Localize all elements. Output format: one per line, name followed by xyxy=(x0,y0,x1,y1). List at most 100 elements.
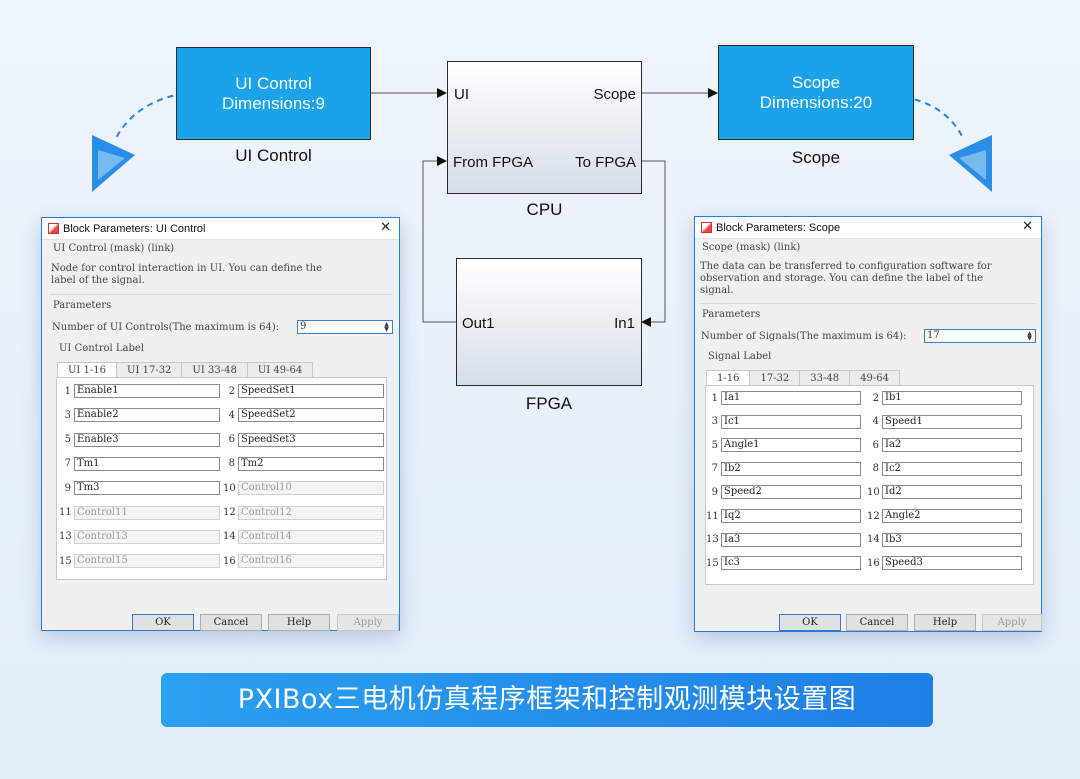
apply-button[interactable]: Apply xyxy=(337,614,399,631)
scope-dialog-titlebar[interactable]: Block Parameters: Scope ✕ xyxy=(695,217,1041,239)
field-index: 14 xyxy=(223,531,236,543)
ok-button[interactable]: OK xyxy=(132,614,194,631)
signal-label-input[interactable]: Ib1 xyxy=(882,391,1022,405)
scope-dialog: Block Parameters: Scope ✕ Scope (mask) (… xyxy=(694,216,1042,632)
signal-label-input[interactable]: Angle1 xyxy=(721,438,861,453)
signal-label-input[interactable]: Ic1 xyxy=(721,414,861,429)
signal-label-input[interactable]: Tm3 xyxy=(74,481,220,496)
port-scope: Scope xyxy=(593,86,636,103)
signal-label-input[interactable]: Tm1 xyxy=(74,456,220,471)
tab-item[interactable]: 1-16 xyxy=(706,370,751,386)
signal-label-input[interactable]: Ib2 xyxy=(721,461,861,476)
spinner-icon[interactable]: ▲▼ xyxy=(1027,330,1032,342)
scope-block[interactable]: Scope Dimensions:20 xyxy=(718,45,914,140)
signal-label-input[interactable]: Angle2 xyxy=(882,509,1022,523)
tab-item[interactable]: UI 49-64 xyxy=(246,362,314,378)
field-index: 5 xyxy=(64,434,71,446)
spinner-icon[interactable]: ▲▼ xyxy=(384,321,389,333)
signal-label-input[interactable]: Enable1 xyxy=(74,384,220,398)
tab-item[interactable]: UI 33-48 xyxy=(181,362,248,378)
signal-label-input[interactable]: Speed3 xyxy=(882,556,1022,571)
fpga-block[interactable]: Out1 In1 xyxy=(456,258,642,386)
field-index: 8 xyxy=(228,458,235,470)
signal-label-input[interactable]: Enable2 xyxy=(74,408,220,423)
signal-label-input: Control11 xyxy=(74,505,220,520)
field-index: 6 xyxy=(872,439,879,451)
signal-label-input[interactable]: Ia3 xyxy=(721,532,861,547)
cpu-caption: CPU xyxy=(526,200,563,219)
signal-label-input[interactable]: Iq2 xyxy=(721,509,861,523)
field-index: 14 xyxy=(867,534,880,546)
field-index: 4 xyxy=(872,416,879,428)
tab-item[interactable]: UI 17-32 xyxy=(116,362,183,378)
cancel-button[interactable]: Cancel xyxy=(846,614,908,631)
ui-control-block[interactable]: UI Control Dimensions:9 xyxy=(176,47,371,140)
signal-label-input[interactable]: Speed2 xyxy=(721,485,861,500)
signal-label-input[interactable]: Tm2 xyxy=(238,456,384,471)
field-index: 15 xyxy=(59,555,72,567)
field-index: 9 xyxy=(64,482,71,494)
field-index: 7 xyxy=(64,458,71,470)
signal-label-input: Control10 xyxy=(238,481,384,496)
field-index: 16 xyxy=(223,555,236,567)
signal-label-input[interactable]: Ia1 xyxy=(721,391,861,405)
ui-mask-label: UI Control (mask) (link) xyxy=(53,243,175,254)
close-icon[interactable]: ✕ xyxy=(380,220,391,235)
field-index: 5 xyxy=(711,439,718,451)
field-index: 12 xyxy=(867,510,880,522)
ui-count-value: 9 xyxy=(300,321,307,332)
cancel-button[interactable]: Cancel xyxy=(200,614,262,631)
field-index: 12 xyxy=(223,507,236,518)
tab-item[interactable]: 17-32 xyxy=(749,370,801,386)
signal-label-input[interactable]: SpeedSet3 xyxy=(238,432,384,447)
tab-item[interactable]: 49-64 xyxy=(849,370,900,386)
signal-label-input[interactable]: Ic2 xyxy=(882,461,1022,476)
tab-item[interactable]: 33-48 xyxy=(799,370,851,386)
field-index: 3 xyxy=(711,416,718,428)
scope-parameters-label: Parameters xyxy=(702,309,761,320)
close-icon[interactable]: ✕ xyxy=(1022,219,1033,234)
scope-mask-label: Scope (mask) (link) xyxy=(702,242,801,253)
signal-label-input: Control13 xyxy=(74,529,220,544)
field-index: 16 xyxy=(867,557,880,569)
signal-label-input[interactable]: SpeedSet2 xyxy=(238,408,384,423)
help-button[interactable]: Help xyxy=(914,614,976,631)
ui-control-dialog: Block Parameters: UI Control ✕ UI Contro… xyxy=(41,217,400,631)
ui-dialog-titlebar[interactable]: Block Parameters: UI Control ✕ xyxy=(42,218,399,240)
cpu-block[interactable]: UI Scope From FPGA To FPGA xyxy=(447,61,642,194)
scope-count-input[interactable]: 17 ▲▼ xyxy=(924,329,1036,343)
signal-label-input[interactable]: Ia2 xyxy=(882,438,1022,453)
ui-block-caption: UI Control xyxy=(235,146,312,165)
signal-label-input[interactable]: SpeedSet1 xyxy=(238,384,384,398)
help-button[interactable]: Help xyxy=(268,614,330,631)
signal-label-input[interactable]: Ib3 xyxy=(882,532,1022,547)
signal-label-input[interactable]: Ic3 xyxy=(721,556,861,571)
signal-label-input[interactable]: Speed1 xyxy=(882,414,1022,429)
wire-cpu-to-fpga-in xyxy=(641,160,666,327)
signal-label-input[interactable]: Id2 xyxy=(882,485,1022,500)
tab-item[interactable]: UI 1-16 xyxy=(57,362,118,378)
scope-dialog-title: Block Parameters: Scope xyxy=(716,221,841,234)
ui-count-input[interactable]: 9 ▲▼ xyxy=(297,320,393,334)
ok-button[interactable]: OK xyxy=(779,614,841,631)
field-index: 2 xyxy=(872,392,879,404)
apply-button[interactable]: Apply xyxy=(982,614,1042,631)
divider xyxy=(50,294,392,295)
signal-label-input[interactable]: Enable3 xyxy=(74,432,220,447)
